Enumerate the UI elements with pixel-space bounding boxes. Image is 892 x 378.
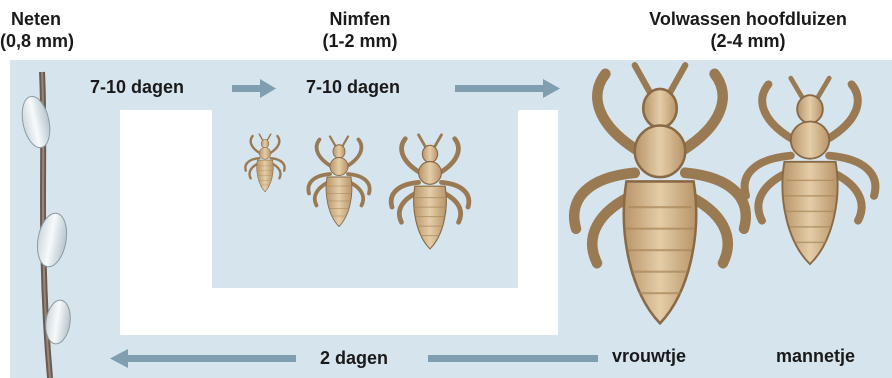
- louse-adult-female-icon: [574, 65, 746, 323]
- duration-adult-to-nit: 2 dagen: [320, 348, 388, 369]
- arrow-left-icon: [110, 349, 296, 368]
- louse-nymph-icon: [308, 137, 369, 227]
- louse-nymph-icon: [391, 135, 469, 249]
- adult-male-label: mannetje: [776, 346, 855, 367]
- adult-female-label: vrouwtje: [612, 346, 686, 367]
- louse-adult-male-icon: [745, 78, 876, 264]
- arrow-right-icon: [455, 79, 560, 98]
- duration-nit-to-nymph: 7-10 dagen: [90, 77, 184, 98]
- duration-nymph-to-adult: 7-10 dagen: [306, 77, 400, 98]
- louse-nymph-icon: [245, 134, 284, 192]
- arrow-right-icon: [232, 79, 276, 98]
- arrow-left-segment: [428, 355, 598, 362]
- hair-with-nits: [18, 72, 73, 378]
- nit-egg-icon: [34, 211, 71, 269]
- nit-egg-icon: [18, 94, 54, 150]
